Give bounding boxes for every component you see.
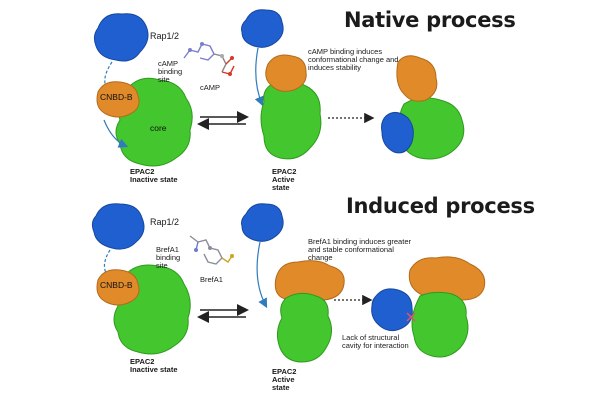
separated-rap-induced (371, 288, 413, 332)
camp-ligand-model (183, 42, 235, 76)
ligand-label-native: cAMP (200, 83, 221, 92)
inactive-label-induced: EPAC2 Inactive state (130, 357, 178, 374)
dashed-curve-native (104, 61, 113, 91)
binding-site-label-induced: BrefA1 binding site (156, 245, 181, 270)
cnbd-protein-induced-inactive (96, 269, 140, 306)
core-label-native: core (150, 123, 167, 133)
curve-arrow-induced-active (256, 241, 268, 309)
equilibrium-arrows-native (197, 111, 249, 130)
complex-induced-epac2 (408, 256, 486, 358)
core-protein-native-active (260, 80, 322, 160)
induced-process-title: Induced process (346, 194, 535, 218)
rap-label-native: Rap1/2 (150, 31, 180, 41)
equilibrium-arrows-induced (197, 304, 249, 323)
change-text-induced: BrefA1 binding induces greater and stabl… (308, 237, 411, 262)
cnbd-protein-native-active (265, 54, 307, 92)
cnbd-label-native: CNBD-B (100, 92, 133, 102)
cnbd-protein-native-inactive (96, 81, 140, 118)
complex-native (381, 55, 465, 160)
binding-site-label-native: cAMP binding site (158, 59, 183, 84)
brefa1-ligand-model (189, 235, 234, 265)
curve-arrow-native-active (254, 47, 264, 107)
curve-arrow-native-inactive (103, 119, 129, 148)
inactive-label-native: EPAC2 Inactive state (130, 167, 178, 184)
change-text-native: cAMP binding induces conformational chan… (308, 47, 399, 72)
rap-label-induced: Rap1/2 (150, 217, 180, 227)
core-protein-induced-active (276, 292, 332, 363)
rap-protein-induced-active (241, 203, 284, 242)
ligand-label-induced: BrefA1 (200, 275, 223, 284)
rap-protein-induced-inactive (91, 203, 145, 250)
rap-protein-native-active (241, 9, 284, 48)
rap-protein-native-inactive (93, 13, 149, 62)
cavity-text-induced: Lack of structural cavity for interactio… (342, 333, 409, 350)
active-label-native: EPAC2 Active state (272, 167, 297, 192)
cnbd-label-induced: CNBD-B (100, 280, 133, 290)
native-process-title: Native process (344, 8, 516, 32)
active-label-induced: EPAC2 Active state (272, 367, 297, 392)
block-x-mark (406, 312, 416, 322)
